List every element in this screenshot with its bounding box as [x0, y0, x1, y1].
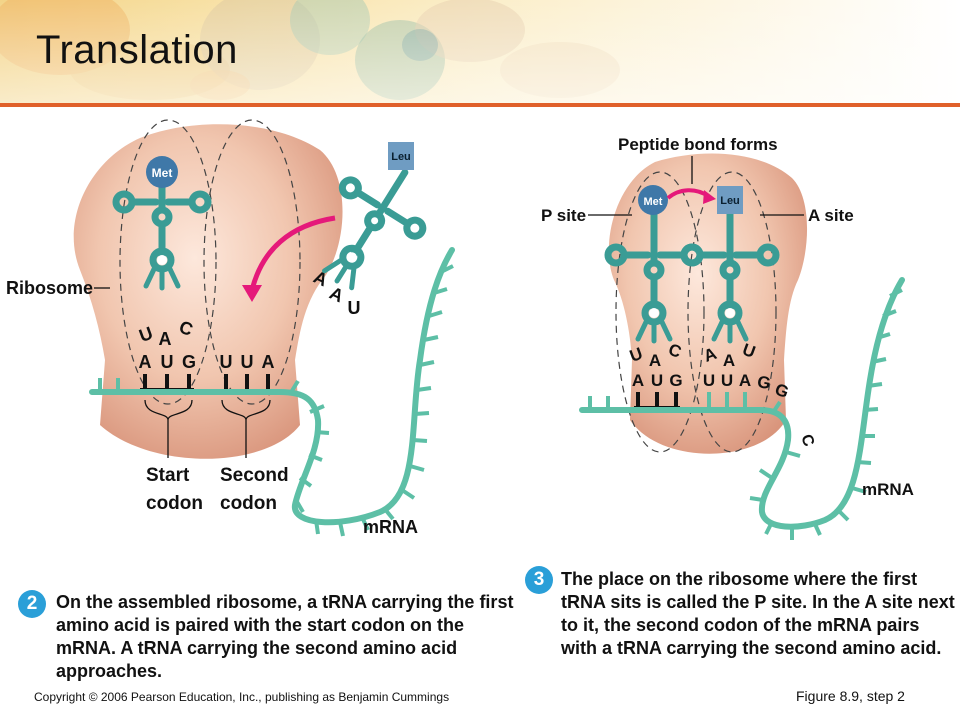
mrna-base: A — [739, 371, 751, 390]
mrna-base: A — [262, 352, 275, 372]
mrna-base: A — [139, 352, 152, 372]
start-codon-label: Start — [146, 465, 190, 486]
mrna-base: U — [241, 352, 254, 372]
mrna-base: C — [797, 432, 817, 449]
leu-amino-acid — [717, 186, 743, 214]
second-codon-label: Second — [220, 465, 289, 486]
left-panel: Met Leu U A C A A U A U G U U A — [6, 119, 455, 537]
approach-arrow — [249, 215, 336, 291]
peptide-bond-label: Peptide bond forms — [618, 135, 778, 154]
mrna-base: G — [669, 371, 682, 390]
mrna-strand-right — [579, 277, 905, 530]
figure-reference: Figure 8.9, step 2 — [796, 688, 905, 704]
anticodon-base: A — [701, 344, 719, 366]
anticodon-base: A — [723, 351, 735, 370]
mrna-base: U — [161, 352, 174, 372]
p-site-outline — [615, 171, 705, 453]
p-site-outline — [119, 119, 217, 405]
ribosome-left — [73, 124, 343, 459]
step-3-caption: The place on the ribosome where the firs… — [561, 569, 955, 658]
anticodon-base: U — [136, 323, 155, 346]
anticodon-base: A — [649, 351, 661, 370]
codon-pegs-a-site — [707, 392, 747, 408]
second-codon-label: codon — [220, 493, 277, 514]
mrna-label: mRNA — [363, 517, 418, 537]
approach-arrow-head — [242, 285, 262, 302]
step-2-caption: On the assembled ribosome, a tRNA carryi… — [56, 592, 514, 681]
mrna-base: A — [632, 371, 644, 390]
p-site-label: P site — [541, 206, 586, 225]
leu-label: Leu — [720, 195, 740, 207]
a-site-outline — [687, 171, 777, 453]
anticodon-base: C — [177, 317, 196, 340]
a-site-outline — [203, 119, 301, 405]
met-amino-acid — [146, 156, 178, 188]
anticodon-base: A — [159, 329, 172, 349]
mrna-label: mRNA — [862, 480, 914, 499]
ribosome-label: Ribosome — [6, 278, 93, 298]
mrna-ticks-left — [98, 264, 454, 537]
mrna-base: U — [651, 371, 663, 390]
a-site-label: A site — [808, 206, 854, 225]
met-label: Met — [644, 196, 663, 208]
anticodon-base: A — [326, 283, 346, 307]
slide-title: Translation — [36, 28, 238, 72]
mrna-base: G — [756, 372, 772, 393]
mrna-ticks-right — [588, 288, 903, 540]
peptide-bond-arrow-head — [703, 190, 716, 204]
mrna-base: U — [220, 352, 233, 372]
ribosome-right — [608, 153, 808, 454]
met-amino-acid — [638, 185, 668, 215]
title-divider — [0, 103, 960, 107]
mrna-strand-left — [89, 247, 455, 526]
right-panel: Met Leu Peptide bond forms P site A site… — [541, 135, 914, 540]
anticodon-base: U — [348, 298, 361, 318]
mrna-base: U — [703, 371, 715, 390]
anticodon-base: U — [627, 344, 645, 366]
met-label: Met — [152, 166, 173, 180]
mrna-base: G — [772, 380, 791, 402]
mrna-base: G — [182, 352, 196, 372]
copyright-notice: Copyright © 2006 Pearson Education, Inc.… — [34, 690, 450, 704]
step-badge: 2 — [18, 590, 46, 618]
header-background — [0, 0, 960, 104]
mrna-base: U — [721, 371, 733, 390]
leu-amino-acid — [388, 142, 414, 170]
anticodon-base: U — [740, 340, 758, 362]
anticodon-base: C — [666, 340, 684, 362]
leu-label: Leu — [391, 151, 411, 163]
start-codon-label: codon — [146, 493, 203, 514]
step-badge: 3 — [525, 566, 553, 594]
